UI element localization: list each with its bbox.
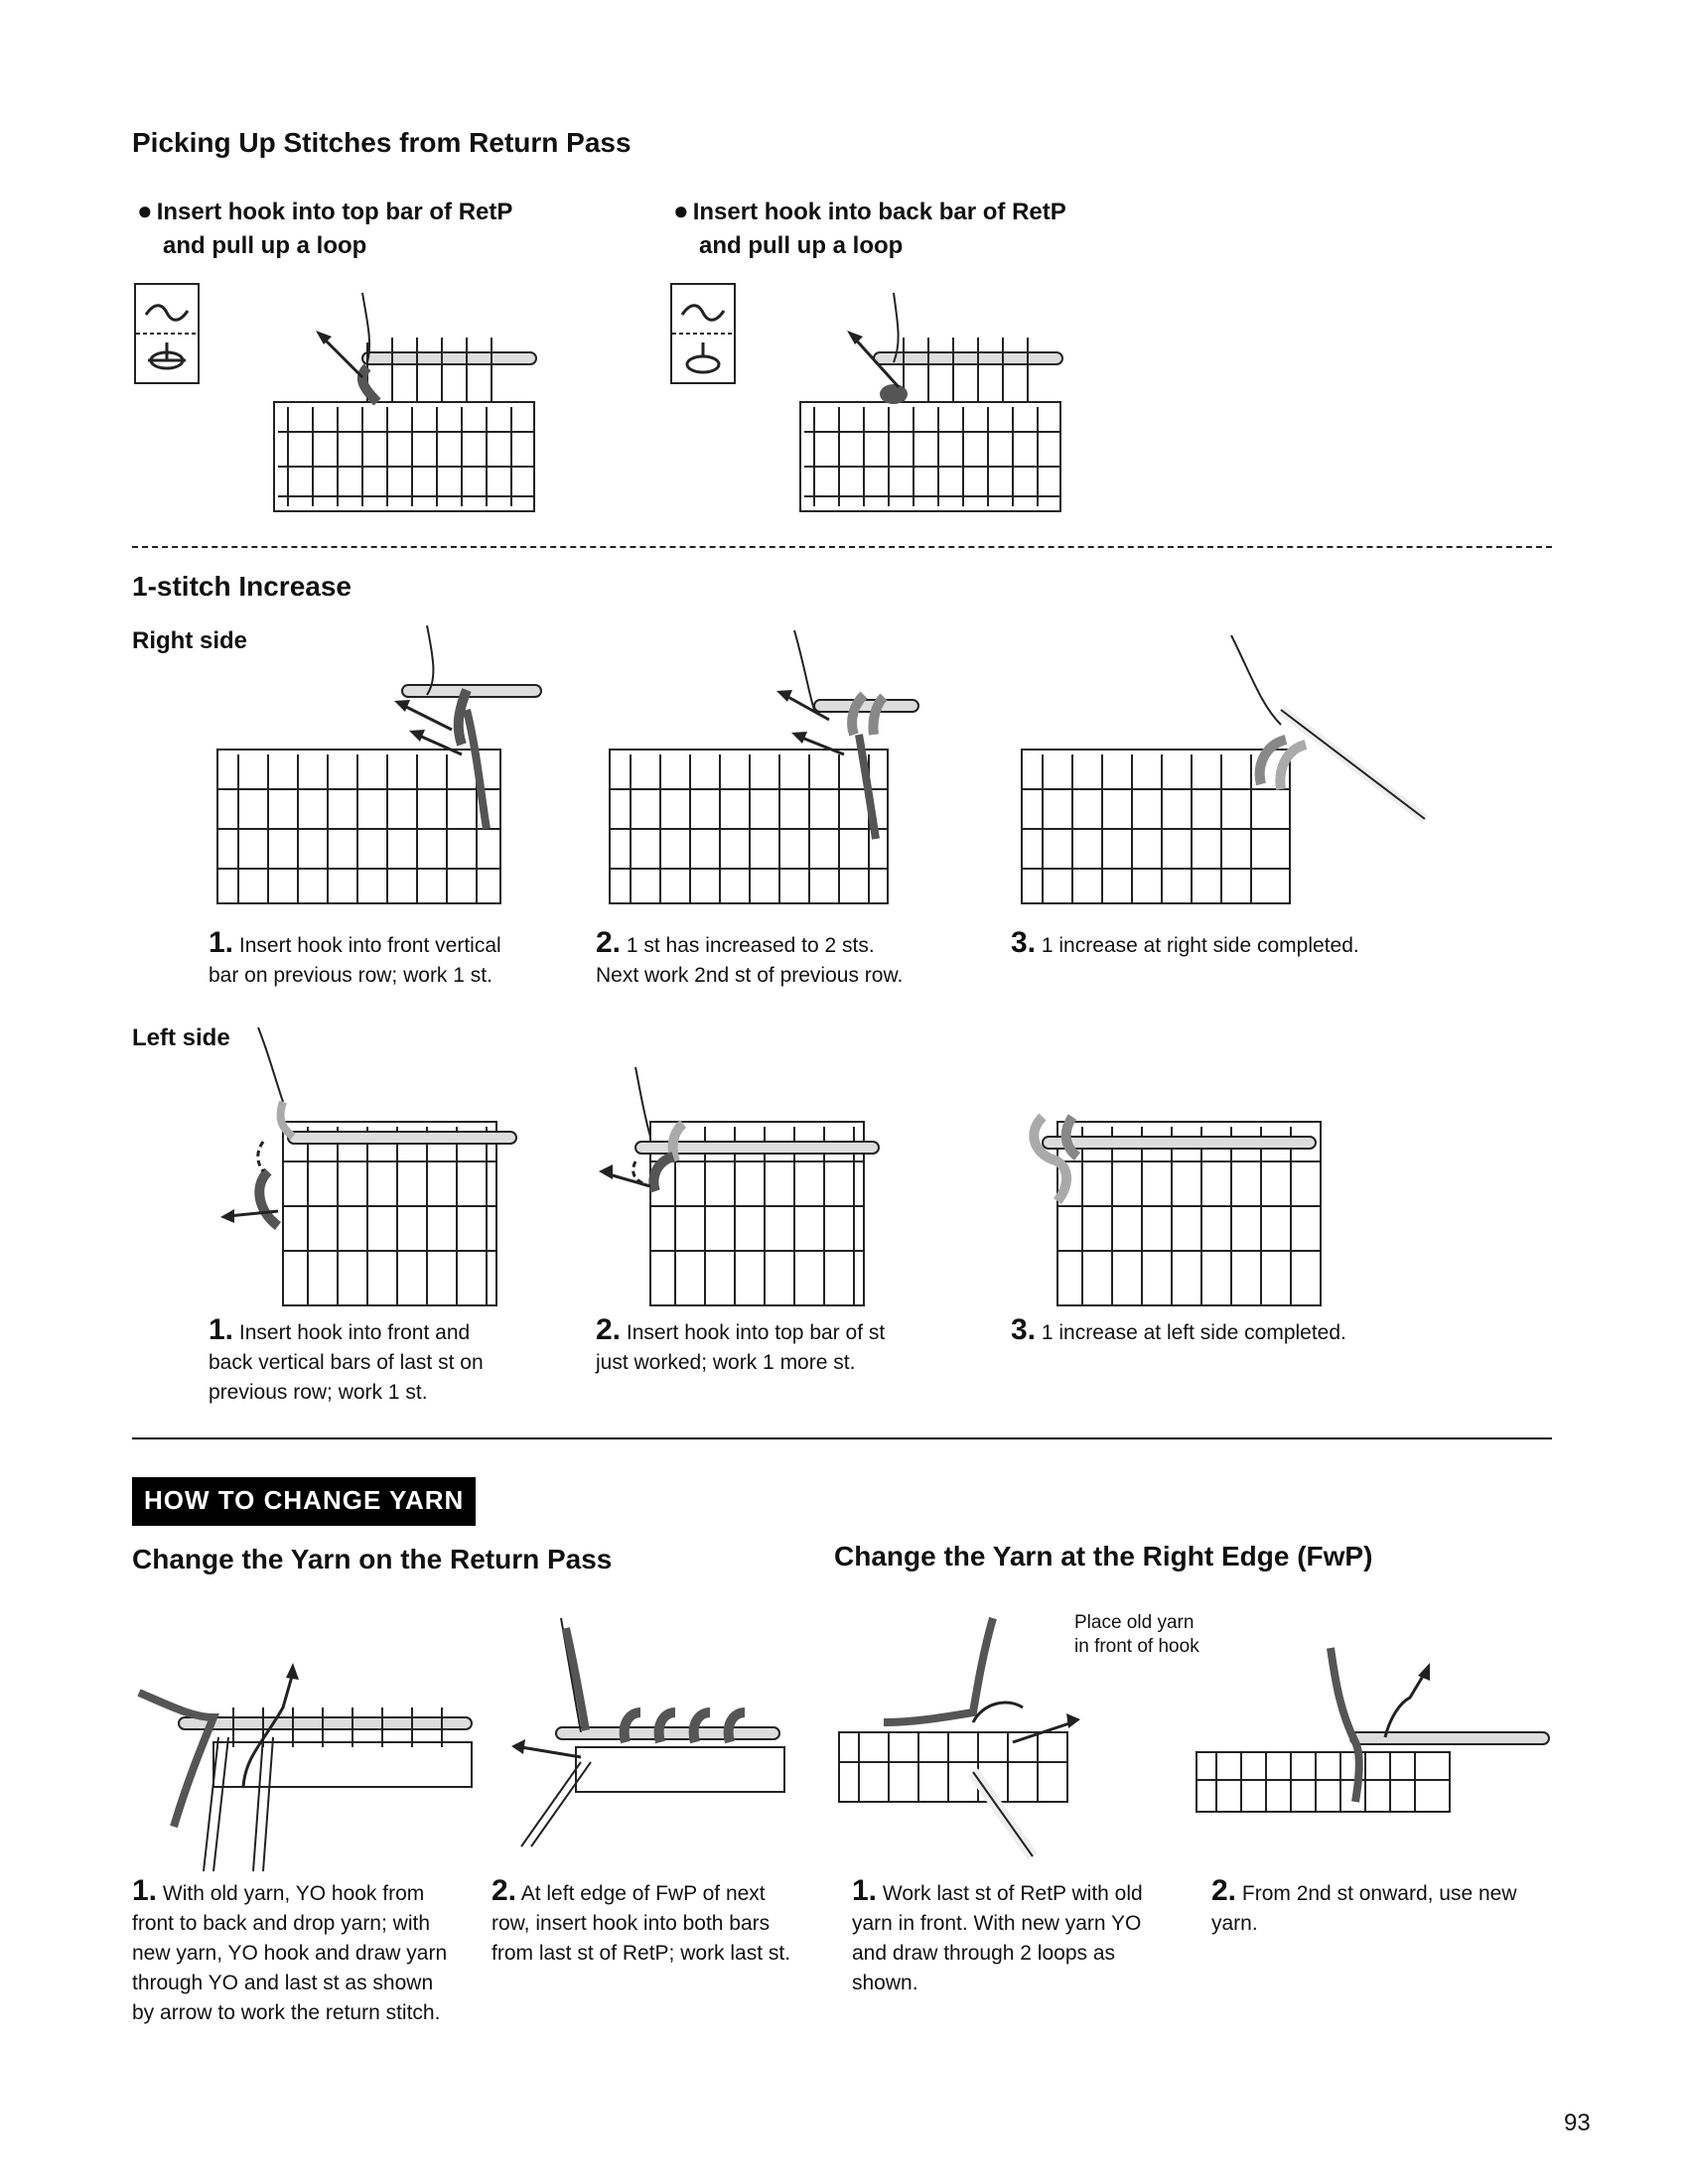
bullet-icon: ● xyxy=(673,196,689,225)
subsection-title-return-pass: Change the Yarn on the Return Pass xyxy=(132,1544,613,1574)
change-caption-return-2: 2. At left edge of FwP of next row, inse… xyxy=(492,1874,791,1966)
illustration-right-increase-step-1 xyxy=(216,624,542,904)
section-divider-solid xyxy=(132,1437,1552,1439)
left-increase-caption-3: 3. 1 increase at left side completed. xyxy=(1011,1313,1346,1346)
illustration-left-increase-step-1 xyxy=(220,1026,517,1306)
left-side-label: Left side xyxy=(132,1024,230,1051)
picking-right-instruction: ●Insert hook into back bar of RetP and p… xyxy=(673,196,1066,259)
change-caption-right-edge-1: 1. Work last st of RetP with old yarn in… xyxy=(852,1874,1143,1995)
right-increase-caption-1: 1. Insert hook into front vertical bar o… xyxy=(209,926,501,988)
section-banner-change-yarn: HOW TO CHANGE YARN xyxy=(132,1477,477,1526)
illustration-change-yarn-right-edge-2 xyxy=(1196,1647,1550,1813)
picking-left-instruction: ●Insert hook into top bar of RetP and pu… xyxy=(137,196,513,259)
stitch-symbol-back-bar-icon xyxy=(670,283,736,384)
illustration-change-yarn-right-edge-1 xyxy=(838,1616,1080,1860)
subsection-title-right-edge: Change the Yarn at the Right Edge (FwP) xyxy=(834,1541,1373,1571)
illustration-left-increase-step-2 xyxy=(599,1066,880,1306)
illustration-change-yarn-return-1 xyxy=(137,1663,473,1872)
bullet-icon: ● xyxy=(137,196,153,225)
right-increase-caption-2: 2. 1 st has increased to 2 sts. Next wor… xyxy=(596,926,904,988)
section-title-picking-up: Picking Up Stitches from Return Pass xyxy=(132,127,632,158)
stitch-symbol-top-bar-icon xyxy=(134,283,200,384)
right-increase-caption-3: 3. 1 increase at right side completed. xyxy=(1011,926,1359,959)
right-side-label: Right side xyxy=(132,627,248,654)
illustration-right-increase-step-2 xyxy=(609,629,919,904)
section-title-increase: 1-stitch Increase xyxy=(132,571,352,602)
section-divider-dashed xyxy=(132,546,1552,548)
illustration-right-increase-step-3 xyxy=(1021,634,1429,904)
illustration-top-bar-pickup xyxy=(273,292,537,512)
illustration-back-bar-pickup xyxy=(799,292,1063,512)
page-number: 93 xyxy=(1564,2110,1591,2136)
left-increase-caption-2: 2. Insert hook into top bar of st just w… xyxy=(596,1313,886,1375)
illustration-left-increase-step-3 xyxy=(1029,1113,1322,1306)
annotation-place-old-yarn: Place old yarn in front of hook xyxy=(1074,1612,1199,1657)
left-increase-caption-1: 1. Insert hook into front and back verti… xyxy=(209,1313,484,1405)
illustration-change-yarn-return-2 xyxy=(511,1617,785,1847)
change-caption-right-edge-2: 2. From 2nd st onward, use new yarn. xyxy=(1211,1874,1517,1936)
change-caption-return-1: 1. With old yarn, YO hook from front to … xyxy=(132,1874,448,2025)
